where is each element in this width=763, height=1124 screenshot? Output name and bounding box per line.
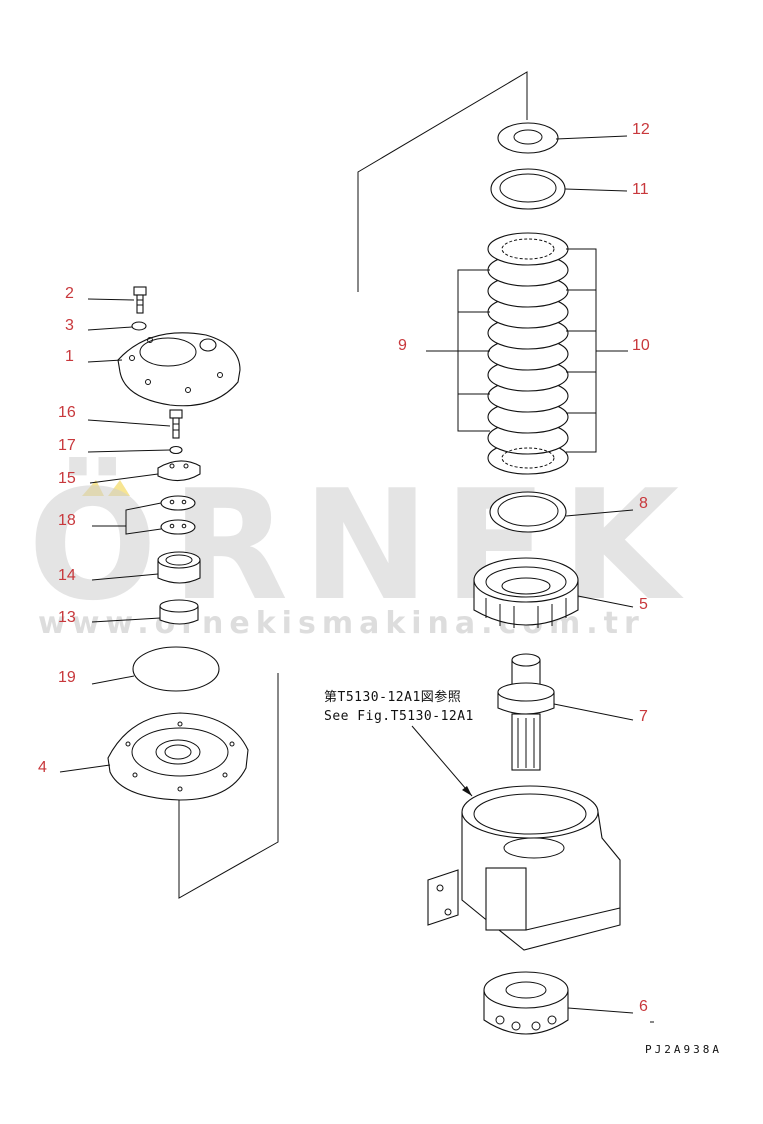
label-part-12: 12: [632, 121, 650, 138]
drawing-code: PJ2A938A: [645, 1043, 722, 1056]
part-8-plate: [489, 491, 567, 533]
part-14-bearing: [157, 551, 201, 584]
part-17-washer: [169, 445, 183, 455]
label-part-11: 11: [632, 181, 649, 198]
part-16-bolt: [169, 409, 183, 439]
part-18-shims: [160, 495, 196, 535]
label-part-13: 13: [58, 609, 76, 626]
leader-lines: [59, 135, 654, 1023]
assembly-connector-lines: [178, 71, 528, 899]
part-15-plate: [157, 460, 201, 482]
label-part-4: 4: [38, 759, 47, 776]
part-2-bolt: [133, 286, 147, 314]
part-13-bushing: [159, 599, 199, 625]
label-part-5: 5: [639, 596, 648, 613]
label-part-17: 17: [58, 437, 76, 454]
part-3-washer: [131, 321, 147, 331]
label-part-8: 8: [639, 495, 648, 512]
part-7-shaft: [497, 653, 555, 771]
reference-note-japanese: 第T5130-12A1図参照: [324, 689, 461, 705]
part-5-ring-gear: [473, 557, 579, 628]
label-part-14: 14: [58, 567, 76, 584]
part-4-flange: [107, 712, 249, 801]
part-number-labels: 2 3 1 16 17 15 18 14 13 19 4 12 11 9 10 …: [38, 121, 650, 1015]
part-1-cover-plate: [117, 332, 241, 407]
label-part-7: 7: [639, 708, 648, 725]
part-11-ring: [490, 168, 566, 210]
label-part-16: 16: [58, 404, 76, 421]
part-6-carrier: [483, 971, 569, 1035]
watermark-accent-mark: [82, 480, 130, 496]
disc-stack: [487, 232, 569, 475]
label-part-9: 9: [398, 337, 407, 354]
watermark: ÖRNEK www.ornekismakina.com.tr: [28, 457, 679, 641]
part-12-thrust-washer: [497, 122, 559, 154]
reference-housing: [427, 785, 621, 951]
label-part-2: 2: [65, 285, 74, 302]
label-part-3: 3: [65, 317, 74, 334]
label-part-18: 18: [58, 512, 76, 529]
label-part-10: 10: [632, 337, 650, 354]
label-part-1: 1: [65, 348, 74, 365]
label-part-15: 15: [58, 470, 76, 487]
part-19-o-ring: [132, 646, 220, 692]
label-part-19: 19: [58, 669, 76, 686]
reference-note-english: See Fig.T5130-12A1: [324, 709, 474, 724]
label-part-6: 6: [639, 998, 648, 1015]
